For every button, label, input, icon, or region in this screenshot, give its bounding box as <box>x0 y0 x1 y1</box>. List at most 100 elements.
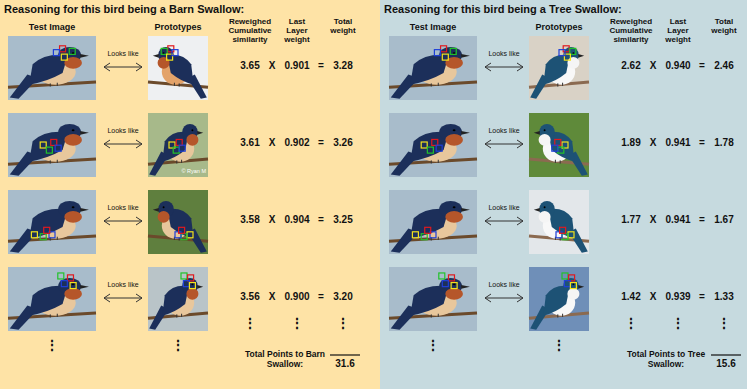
reasoning-panel: Reasoning for this bird being a Tree Swa… <box>380 0 747 389</box>
prototype-patch <box>161 48 167 54</box>
bird-figure <box>148 278 208 330</box>
prototype-patch <box>421 234 427 240</box>
double-arrow <box>104 140 142 148</box>
column-header: Last Layer weight <box>280 17 314 45</box>
bird-throat <box>158 211 170 223</box>
bird-photo <box>8 190 96 254</box>
prototype-patch <box>181 234 187 240</box>
bird-throat <box>186 134 198 146</box>
bird-figure <box>8 201 96 253</box>
total-value: 1.67 <box>709 214 739 226</box>
prototype-patch <box>441 46 447 52</box>
prototype-patch <box>181 273 187 279</box>
bird-beak <box>197 131 203 135</box>
bird-eye <box>72 206 75 208</box>
prototype-patch <box>552 145 558 151</box>
ellipsis: ⋮ <box>42 338 62 352</box>
operator: X <box>257 137 287 149</box>
ellipsis: ⋮ <box>168 338 188 352</box>
sum-rule <box>711 354 741 355</box>
column-header: Prototypes <box>148 22 208 32</box>
prototype-patch <box>173 147 179 153</box>
prototype-patch <box>46 147 52 153</box>
column-header: Reweighed Cumulative similarity <box>604 17 658 45</box>
arrow-label: Looks like <box>483 50 525 58</box>
bird-eye <box>544 129 546 131</box>
bird-eye <box>572 283 574 285</box>
prototype-patch <box>67 275 73 281</box>
bird-throat <box>567 288 579 300</box>
bird-figure <box>389 124 477 176</box>
prototype-patch <box>555 139 561 145</box>
arrow-label: Looks like <box>483 281 525 289</box>
bird-eye <box>544 206 546 208</box>
bird-photo <box>148 190 208 254</box>
bird-throat <box>445 211 463 223</box>
arrow-label: Looks like <box>102 204 144 212</box>
weight-value: 0.939 <box>663 291 693 303</box>
bird-beak <box>461 285 470 289</box>
prototype-patch <box>442 281 448 287</box>
similarity-value: 3.65 <box>235 60 265 72</box>
bird-figure <box>389 278 477 330</box>
bird-figure <box>8 124 96 176</box>
bird-photo <box>529 113 589 177</box>
photo-ground <box>148 113 208 177</box>
reasoning-panel: Reasoning for this bird being a Barn Swa… <box>0 0 380 389</box>
prototype-patch <box>179 227 185 233</box>
bird-throat <box>567 57 579 69</box>
bird-eye <box>72 129 75 131</box>
arrow-label: Looks like <box>483 204 525 212</box>
double-arrow <box>485 217 523 225</box>
bird-figure <box>529 124 589 176</box>
prototype-patch <box>183 281 189 287</box>
similarity-value: 3.58 <box>235 214 265 226</box>
bird-beak <box>578 285 584 289</box>
prototype-patch <box>558 147 564 153</box>
bird-throat <box>158 57 170 69</box>
bird-eye <box>453 283 456 285</box>
bird-beak <box>461 208 470 212</box>
bird-throat <box>539 134 551 146</box>
bird-legs <box>177 160 182 164</box>
arrow-label: Looks like <box>102 281 144 289</box>
prototype-patch <box>168 46 174 52</box>
prototype-patch <box>31 232 37 238</box>
prototype-patch <box>40 234 46 240</box>
bird-throat <box>539 211 551 223</box>
operator: X <box>257 214 287 226</box>
bird-beak <box>461 54 470 58</box>
total-value: 3.25 <box>328 214 358 226</box>
prototype-patch <box>570 283 576 289</box>
operator: = <box>306 137 336 149</box>
prototype-patch <box>436 145 442 151</box>
column-header: Test Image <box>22 22 82 32</box>
weight-value: 0.941 <box>663 137 693 149</box>
total-value: 2.46 <box>709 60 739 72</box>
bird-photo <box>148 267 208 331</box>
operator: X <box>638 137 668 149</box>
bird-beak <box>153 54 159 58</box>
total-value: 3.20 <box>328 291 358 303</box>
photo-ground <box>389 267 477 331</box>
prototype-patch <box>434 50 440 56</box>
prototype-patch <box>439 273 445 279</box>
panel-ground <box>380 0 747 389</box>
similarity-value: 1.42 <box>616 291 646 303</box>
bird-photo <box>8 36 96 100</box>
photo-ground <box>529 113 589 177</box>
bird-beak <box>80 131 89 135</box>
prototype-patch <box>412 232 418 238</box>
double-arrow <box>485 294 523 302</box>
bird-figure <box>529 201 589 253</box>
prototype-patch <box>40 142 46 148</box>
total-value: 3.26 <box>328 137 358 149</box>
bird-photo <box>8 267 96 331</box>
panel-title: Reasoning for this bird being a Tree Swa… <box>380 0 747 18</box>
prototype-patch <box>189 283 195 289</box>
bird-figure <box>529 278 589 330</box>
bird-photo <box>8 113 96 177</box>
prototype-patch <box>60 46 66 52</box>
prototype-patch <box>58 273 64 279</box>
